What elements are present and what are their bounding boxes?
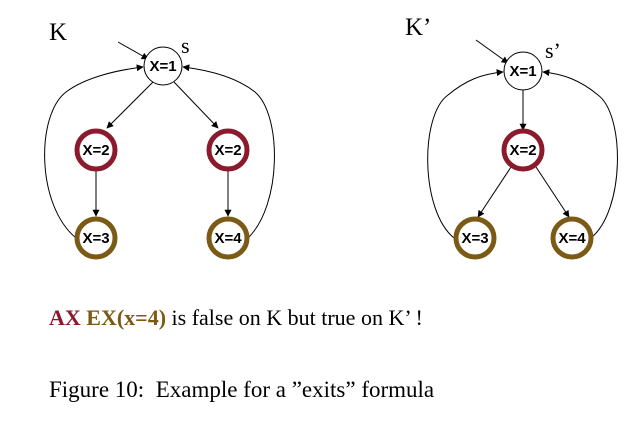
- graph-k-prime-node-x2-circle: [501, 128, 545, 172]
- graph-k-edge-1-2a: [106, 81, 154, 129]
- figure-caption: Figure 10: Example for a ”exits” formula: [49, 377, 434, 402]
- graph-k-node-x3-label: X=3: [82, 230, 109, 247]
- graph-k-edge-1-2b: [173, 81, 219, 129]
- graph-k-node-x4-label: X=4: [214, 230, 242, 247]
- graph-k-node-x1: X=1: [143, 46, 183, 86]
- graph-k-node-x3-circle: [74, 216, 118, 260]
- formula-ax: AX: [49, 305, 81, 330]
- graph-k-node-x2-right-label: X=2: [214, 142, 241, 159]
- graph-k-node-x4-circle: [206, 216, 250, 260]
- graph-k-prime-edge-4-1: [542, 69, 618, 239]
- graph-k-prime-node-x1-circle: [503, 51, 543, 91]
- graph-k-prime-edge-3-1: [427, 69, 504, 239]
- graph-k-prime-edge-2-4: [535, 166, 570, 218]
- graph-k-prime-node-x4-circle: [550, 216, 594, 260]
- graph-k-node-x2-left-label: X=2: [82, 142, 109, 159]
- graph-k-prime-node-x2-label: X=2: [509, 142, 536, 159]
- graph-k-node-x1-label: X=1: [149, 58, 176, 75]
- graph-k-start-label: s: [181, 33, 190, 58]
- graph-k-prime-start-label: s’: [545, 38, 561, 63]
- graph-k-prime-node-x1: X=1: [503, 51, 543, 91]
- graph-k-prime: K’ s’ X=1 X=2 X=3 X=4: [405, 14, 618, 260]
- graph-k-edge-4-1: [182, 64, 275, 239]
- graph-k-prime-node-x3: X=3: [453, 216, 497, 260]
- graph-k-prime-initial-arrow: [475, 39, 509, 64]
- graph-k-edge-3-1: [44, 64, 144, 239]
- formula-rest: is false on K but true on K’ !: [172, 305, 423, 330]
- graph-k-prime-node-x2: X=2: [501, 128, 545, 172]
- graph-k-prime-node-x4-label: X=4: [558, 230, 586, 247]
- graph-k-node-x1-circle: [143, 46, 183, 86]
- graph-k-prime-node-x1-label: X=1: [509, 63, 536, 80]
- graph-k-prime-node-x4: X=4: [550, 216, 594, 260]
- graph-k-node-x2-right: X=2: [206, 128, 250, 172]
- graph-k-node-x2-left-circle: [74, 128, 118, 172]
- graph-k-prime-node-x3-label: X=3: [461, 230, 488, 247]
- formula-statement: AX EX(x=4) is false on K but true on K’ …: [49, 305, 423, 330]
- graph-k: K s X=1 X=2 X=2 X=3 X=4: [44, 19, 275, 260]
- graph-k-node-x3: X=3: [74, 216, 118, 260]
- graph-k-initial-arrow: [117, 41, 149, 60]
- formula-ex: EX(x=4): [86, 305, 166, 330]
- graph-k-prime-title: K’: [405, 14, 431, 41]
- graph-k-node-x2-left: X=2: [74, 128, 118, 172]
- graph-k-title: K: [49, 19, 67, 46]
- graph-k-node-x2-right-circle: [206, 128, 250, 172]
- graph-k-prime-node-x3-circle: [453, 216, 497, 260]
- graph-k-prime-edge-2-3: [477, 166, 512, 218]
- graph-k-node-x4: X=4: [206, 216, 250, 260]
